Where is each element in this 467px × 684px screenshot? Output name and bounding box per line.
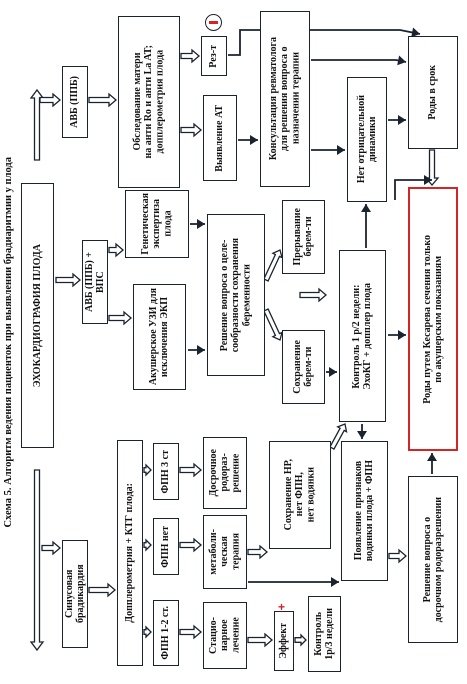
box-avb-pb-vps: АВБ (ППБ) + ВПС xyxy=(82,240,108,324)
arrow-4 xyxy=(55,272,81,288)
box-net-otr-dinamiki: Нет отрицательной динамики xyxy=(347,77,387,202)
box-rody-kesarevo: Роды путем Кесарева сечения только по ак… xyxy=(408,187,458,451)
box-rody-v-srok: Роды в срок xyxy=(408,36,458,149)
box-genetika: Генетическая экспертиза плода xyxy=(125,190,189,258)
arrowhead-34 xyxy=(411,27,420,38)
arrow-17 xyxy=(247,544,268,560)
arrow-32 xyxy=(180,48,200,64)
arrowhead-38 xyxy=(427,453,437,461)
arrow-12 xyxy=(179,624,202,640)
arrowhead-23 xyxy=(197,219,205,229)
arrow-7 xyxy=(88,92,117,108)
box-sohr-ber: Сохранение берем-ти xyxy=(282,330,325,404)
arrow-26 xyxy=(299,287,327,303)
arrowhead-28 xyxy=(361,204,371,212)
arrow-31 xyxy=(180,122,202,138)
arrow-11 xyxy=(143,463,152,477)
box-konsultaciya: Консультация ревматолога для решения воп… xyxy=(260,11,310,187)
connector-line-34 xyxy=(228,29,421,56)
box-obsled: Обследование матери на анти Ro и анти La… xyxy=(118,16,180,188)
box-sohr-hr: Сохранение НР, нет ФПН, нет водянки xyxy=(269,441,331,549)
box-akush-uzi: Акушерское УЗИ для исключения ЭКП xyxy=(133,284,186,390)
arrow-14 xyxy=(179,462,202,478)
box-rez-t: Рез-т xyxy=(201,36,227,76)
box-dopler-ktg: Допплерометрия + КТГ плода: xyxy=(117,440,143,666)
arrowhead-36 xyxy=(337,145,345,155)
box-kontrol-1-2: Контроль 1 р/2 недели: ЭхоКГ + допплер п… xyxy=(339,250,386,422)
arrow-25 xyxy=(263,249,283,282)
box-echo: ЭХОКАРДИОГРАФИЯ ПЛОДА xyxy=(21,183,54,448)
arrow-5 xyxy=(108,310,132,326)
box-kontrol-1-3: Контроль 1р/3 недели xyxy=(308,596,341,672)
arrowhead-30 xyxy=(398,330,406,340)
arrow-20 xyxy=(388,548,407,564)
arrowhead-27 xyxy=(329,367,337,377)
arrowhead-33 xyxy=(250,135,258,145)
box-prer-ber: Прерывание берем-ти xyxy=(282,200,325,274)
arrowhead-21 xyxy=(357,431,367,439)
arrow-9 xyxy=(143,625,152,639)
box-poyavlenie: Появление признаков водянки плода + ФПН xyxy=(341,441,388,581)
box-dosrochnoe: Досрочное родораз- решение xyxy=(203,437,247,509)
arrow-13 xyxy=(179,537,202,553)
arrow-19 xyxy=(329,423,348,450)
box-fpn-net: ФПН нет xyxy=(153,518,179,575)
arrowhead-39 xyxy=(424,175,432,185)
box-metab-terapiya: метаболи- ческая терапия xyxy=(203,515,247,589)
box-fpn-1-2: ФПН 1-2 ст. xyxy=(153,600,179,666)
box-reshenie-dosr: Решение вопроса о досрочном родоразрешен… xyxy=(408,476,458,643)
arrow-15 xyxy=(247,632,273,648)
arrow-24 xyxy=(263,308,283,341)
box-avb-pb: АВБ (ППБ) xyxy=(62,66,88,138)
arrowhead-18 xyxy=(331,577,339,587)
box-effekt: Эффект xyxy=(274,611,294,671)
plus-icon: + xyxy=(278,600,286,614)
connector-line-39 xyxy=(394,179,432,200)
arrow-0 xyxy=(29,469,45,652)
arrow-16 xyxy=(294,633,307,647)
box-vyyavl-at: Выявление АТ xyxy=(203,95,237,181)
arrowhead-22 xyxy=(197,345,205,355)
arrow-37 xyxy=(424,149,440,186)
box-reshenie-ber: Решение вопроса о целе- сообразности сох… xyxy=(207,214,265,376)
arrow-8 xyxy=(88,582,116,598)
minus-icon xyxy=(205,14,222,31)
arrowhead-35 xyxy=(397,55,406,66)
arrow-1 xyxy=(41,540,61,556)
arrow-10 xyxy=(143,538,152,552)
box-sinus: Синусовая брадикардия xyxy=(62,540,88,648)
arrowhead-29 xyxy=(398,115,406,125)
arrow-3 xyxy=(39,92,61,108)
connector-line-35 xyxy=(311,59,407,63)
box-fpn-3: ФПН 3 ст xyxy=(153,443,179,500)
box-stac-lechenie: Стацио- нарное лечение xyxy=(203,602,247,669)
arrow-6 xyxy=(108,242,124,258)
